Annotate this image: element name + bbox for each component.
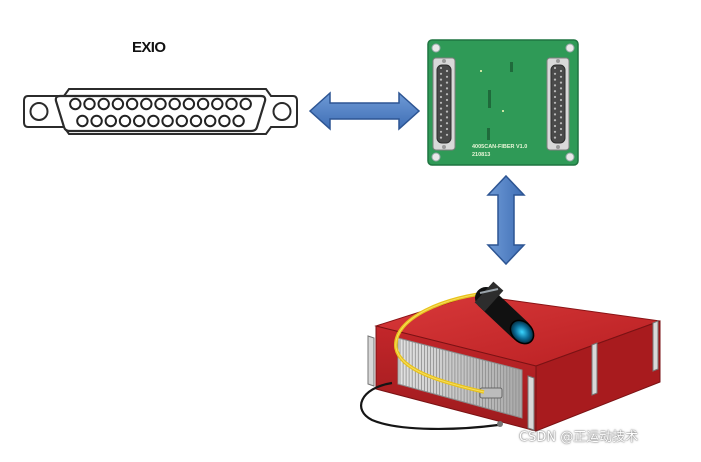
connector-pin [118, 114, 132, 128]
power-cable [360, 381, 499, 430]
connector-pin [69, 97, 82, 111]
connector-pin [168, 97, 181, 111]
connector-pin [125, 97, 139, 111]
pcb-connector-pin [559, 69, 563, 73]
pcb-connector-pin [439, 90, 443, 93]
pcb-connector-pin [445, 98, 449, 102]
side-handle-right [652, 320, 659, 372]
connector-pin [218, 114, 231, 128]
pcb-connector-pin [439, 130, 443, 133]
connector-pin [175, 114, 189, 128]
connector-pin [133, 114, 146, 128]
pcb-silkscreen-line1: 4005CAN-FIBER V1.0 [472, 144, 527, 150]
connector-pin [90, 114, 103, 128]
pcb-connector-pin [559, 98, 563, 102]
laser-side-panel [535, 320, 661, 432]
connector-pin [211, 97, 224, 111]
pcb-connector-pin [439, 124, 443, 128]
pcb-connector-pin [559, 87, 563, 90]
pcb-connector-pin [553, 107, 557, 110]
side-handle-left [591, 342, 598, 396]
pcb-connector-pin [559, 81, 563, 84]
pcb-connector-pin [439, 119, 443, 122]
pcb-connector-pin [439, 136, 443, 139]
pcb-connector-pin [439, 113, 443, 116]
pcb-connector-pin [439, 107, 443, 110]
pcb-connector-pin [445, 81, 449, 84]
connector-pin [239, 97, 252, 111]
pcb-connector-pin [439, 66, 443, 70]
pcb-adapter-board-icon: 4005CAN-FIBER V1.0 210813 [427, 39, 579, 166]
pcb-connector-pin [553, 78, 557, 81]
pcb-connector-pin [559, 110, 563, 113]
pcb-connector-pin [445, 69, 449, 73]
connector-pin [232, 114, 245, 128]
connector-pin [154, 97, 167, 111]
pcb-connector-pin [445, 110, 449, 113]
cable-gland [479, 387, 503, 399]
pcb-connector-pin [553, 90, 557, 93]
pcb-connector-pin [439, 78, 443, 81]
pcb-connector-pin [445, 104, 449, 107]
pcb-connector-pin [553, 124, 557, 128]
connector-pins [69, 97, 252, 128]
connector-pin [111, 97, 125, 111]
pcb-connector-pin [553, 72, 557, 75]
pcb-connector-pin [445, 122, 449, 125]
pcb-connector-pin [445, 127, 449, 131]
pcb-connector-pin [445, 116, 449, 119]
pcb-connector-pin [439, 95, 443, 99]
pcb-connector-pin [559, 116, 563, 119]
pcb-connector-pin [553, 136, 557, 139]
pcb-connector-pin [553, 95, 557, 99]
front-handle-left [367, 335, 375, 387]
connector-pin [104, 114, 118, 128]
pcb-connector-pin [553, 66, 557, 70]
connector-pin [97, 97, 110, 111]
pcb-connector-pin [559, 133, 563, 136]
pcb-connector-pin [559, 127, 563, 131]
pcb-connector-pin [445, 93, 449, 96]
laser-lens [509, 319, 535, 345]
connector-pin [140, 97, 153, 111]
fiber-laser-source-icon [360, 281, 661, 432]
pcb-connector-pin [553, 113, 557, 116]
pcb-connector-pin [553, 130, 557, 133]
connector-pin [182, 97, 196, 111]
pcb-connector-pin [553, 84, 557, 87]
connector-pin [204, 114, 217, 128]
connector-pin [83, 97, 96, 111]
pcb-body [427, 39, 579, 166]
pcb-connector-pin [559, 104, 563, 107]
pcb-connector-pin [439, 84, 443, 87]
laser-head [474, 281, 535, 345]
front-handle-right [527, 375, 535, 431]
connector-label: EXIO [132, 39, 166, 56]
connector-board-arrow [308, 91, 421, 131]
pcb-connector-pin [559, 93, 563, 96]
pcb-connector-pin [445, 75, 449, 78]
mounting-hole-left [29, 102, 49, 121]
pcb-connector-pin [559, 75, 563, 78]
connector-pin [161, 114, 174, 128]
mounting-hole-right [272, 102, 292, 121]
connector-pin [147, 114, 160, 128]
db25-connector-icon [23, 88, 298, 135]
watermark-text: CSDN @正运动技术 [519, 430, 639, 445]
connector-pin [189, 114, 203, 128]
pcb-connector-pin [439, 101, 443, 104]
pcb-connector-pin [445, 133, 449, 136]
connector-pin [76, 114, 89, 128]
pcb-connector-pin [445, 87, 449, 90]
pcb-connector-pin [559, 122, 563, 125]
pcb-connector-pin [553, 101, 557, 104]
pcb-connector-pin [553, 119, 557, 122]
pcb-silkscreen-line2: 210813 [472, 152, 490, 158]
board-laser-arrow [486, 174, 526, 266]
pcb-connector-pin [439, 72, 443, 75]
connector-pin [225, 97, 238, 111]
connector-pin [196, 97, 210, 111]
